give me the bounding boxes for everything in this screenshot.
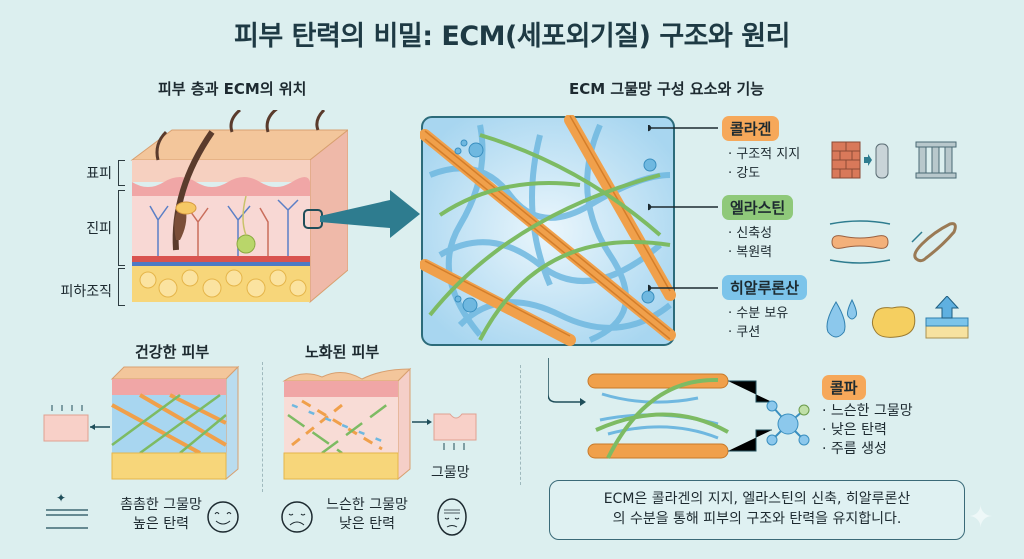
sparkle-watermark-icon: ✦	[968, 500, 994, 535]
healthy-layer-mini-icon	[40, 405, 112, 445]
zoom-arrow	[320, 190, 430, 250]
aged-side-label: 그물망	[431, 465, 470, 481]
aged-caption: 느슨한 그물망 낮은 탄력	[326, 497, 408, 532]
skin-cross-section-illustration	[128, 110, 348, 310]
stretch-band-icon	[829, 220, 891, 264]
label-dermis: 진피	[86, 221, 112, 237]
bracket-dermis	[118, 190, 125, 266]
label-epidermis: 표피	[86, 166, 112, 182]
brick-wall-icon	[831, 141, 861, 179]
sparkle-smooth-skin-icon: ✦	[44, 490, 90, 530]
aged-skin-heading: 노화된 피부	[305, 343, 380, 361]
bracket-epidermis	[118, 160, 125, 186]
hyaluronic-tag: 히알루론산	[722, 275, 808, 300]
cushion-up-icon	[925, 296, 969, 339]
aged-layer-mini-icon	[412, 410, 478, 450]
elderly-face-icon	[434, 496, 470, 538]
collagen-bullets: 구조적 지지 강도	[728, 145, 800, 183]
skin-layers-heading: 피부 층과 ECM의 위치	[158, 80, 307, 98]
elastin-icons	[826, 218, 966, 266]
sponge-icon	[871, 306, 916, 338]
hyaluronic-icons	[822, 296, 972, 344]
component-collagen: 콜라겐 구조적 지지 강도	[722, 116, 800, 183]
component-elastin: 엘라스틴 신축성 복원력	[722, 195, 794, 262]
summary-line-2: 의 수분을 통해 피부의 구조와 탄력을 유지합니다.	[612, 511, 902, 527]
elastin-bullets: 신축성 복원력	[728, 224, 793, 262]
section-divider	[262, 362, 263, 492]
collagen-breakdown-illustration	[548, 358, 788, 468]
collagen-breakdown-panel: 콜파 느슨한 그물망 낮은 탄력 주름 생성	[822, 375, 913, 459]
elastin-tag: 엘라스틴	[722, 195, 794, 220]
summary-box: ECM은 콜라겐의 지지, 엘라스틴의 신축, 히알루론산 의 수분을 통해 피…	[549, 480, 965, 540]
connector-lines	[648, 125, 728, 305]
pillar-icon	[875, 143, 889, 179]
svg-text:✦: ✦	[56, 491, 66, 505]
summary-line-1: ECM은 콜라겐의 지지, 엘라스틴의 신축, 히알루론산	[603, 491, 911, 507]
healthy-skin-heading: 건강한 피부	[135, 343, 210, 361]
healthy-skin-illustration	[110, 365, 242, 481]
component-hyaluronic-acid: 히알루론산 수분 보유 쿠션	[722, 275, 808, 342]
sad-face-icon	[280, 500, 314, 534]
aged-skin-illustration	[282, 365, 414, 481]
section-divider-2	[520, 365, 521, 485]
collagen-tag: 콜라겐	[722, 116, 780, 141]
collagen-breakdown-bullets: 느슨한 그물망 낮은 탄력 주름 생성	[822, 402, 913, 459]
rubber-band-icon	[911, 222, 957, 263]
collagen-icons	[830, 140, 960, 180]
ecm-components-heading: ECM 그물망 구성 요소와 기능	[569, 80, 765, 98]
columns-icon	[915, 141, 957, 179]
ecm-network-zoom-illustration	[420, 115, 676, 347]
collagen-breakdown-tag: 콜파	[822, 375, 866, 400]
label-subcutis: 피하조직	[60, 284, 112, 300]
healthy-caption: 촘촘한 그물망 높은 탄력	[120, 497, 202, 532]
smiling-face-icon	[206, 500, 240, 534]
page-title: 피부 탄력의 비밀: ECM(세포외기질) 구조와 원리	[234, 21, 790, 52]
bracket-subcutis	[118, 268, 125, 306]
molecule-icon	[760, 396, 816, 452]
water-drop-icon	[826, 298, 857, 338]
hyaluronic-bullets: 수분 보유 쿠션	[728, 304, 807, 342]
